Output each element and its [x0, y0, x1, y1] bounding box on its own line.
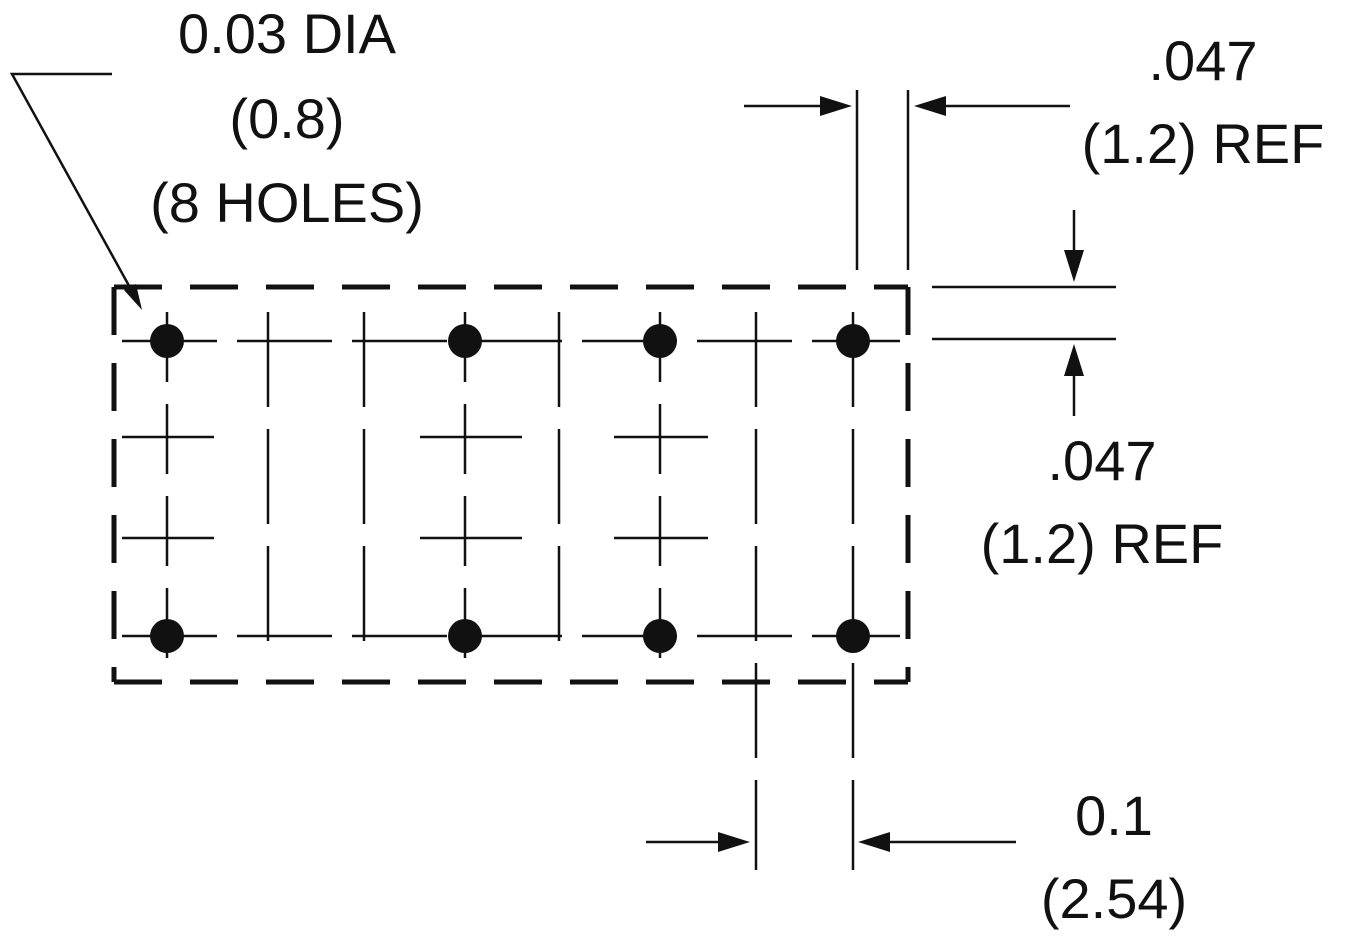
hole-count-label: (8 HOLES) — [150, 171, 424, 234]
pitch-dim-arrowhead-right — [858, 832, 890, 852]
hole-leader-arrowhead — [124, 284, 142, 310]
right-dim-ref: (1.2) REF — [981, 512, 1224, 575]
hole — [448, 619, 482, 653]
right-dim-arrowhead-bottom — [1064, 344, 1084, 376]
hole — [150, 324, 184, 358]
hole-dia-metric-label: (0.8) — [229, 87, 344, 150]
hole — [643, 619, 677, 653]
right-dim-arrowhead-top — [1064, 250, 1084, 282]
top-dim-value: .047 — [1149, 29, 1258, 92]
pitch-dim-metric: (2.54) — [1041, 867, 1187, 930]
holes — [150, 324, 870, 653]
hole — [150, 619, 184, 653]
hole — [448, 324, 482, 358]
pitch-dim-arrowhead-left — [718, 832, 750, 852]
hole — [643, 324, 677, 358]
pitch-dim-value: 0.1 — [1075, 784, 1153, 847]
top-dim-arrowhead-right — [914, 96, 946, 116]
right-dim-value: .047 — [1048, 429, 1157, 492]
hole — [836, 324, 870, 358]
hole-dia-label: 0.03 DIA — [178, 2, 397, 65]
package-outline — [111, 284, 911, 685]
grid-centerlines — [122, 90, 1116, 870]
hole — [836, 619, 870, 653]
hole-leader — [9, 72, 140, 303]
top-dim-arrowhead-left — [820, 96, 852, 116]
top-dim-ref: (1.2) REF — [1082, 112, 1325, 175]
